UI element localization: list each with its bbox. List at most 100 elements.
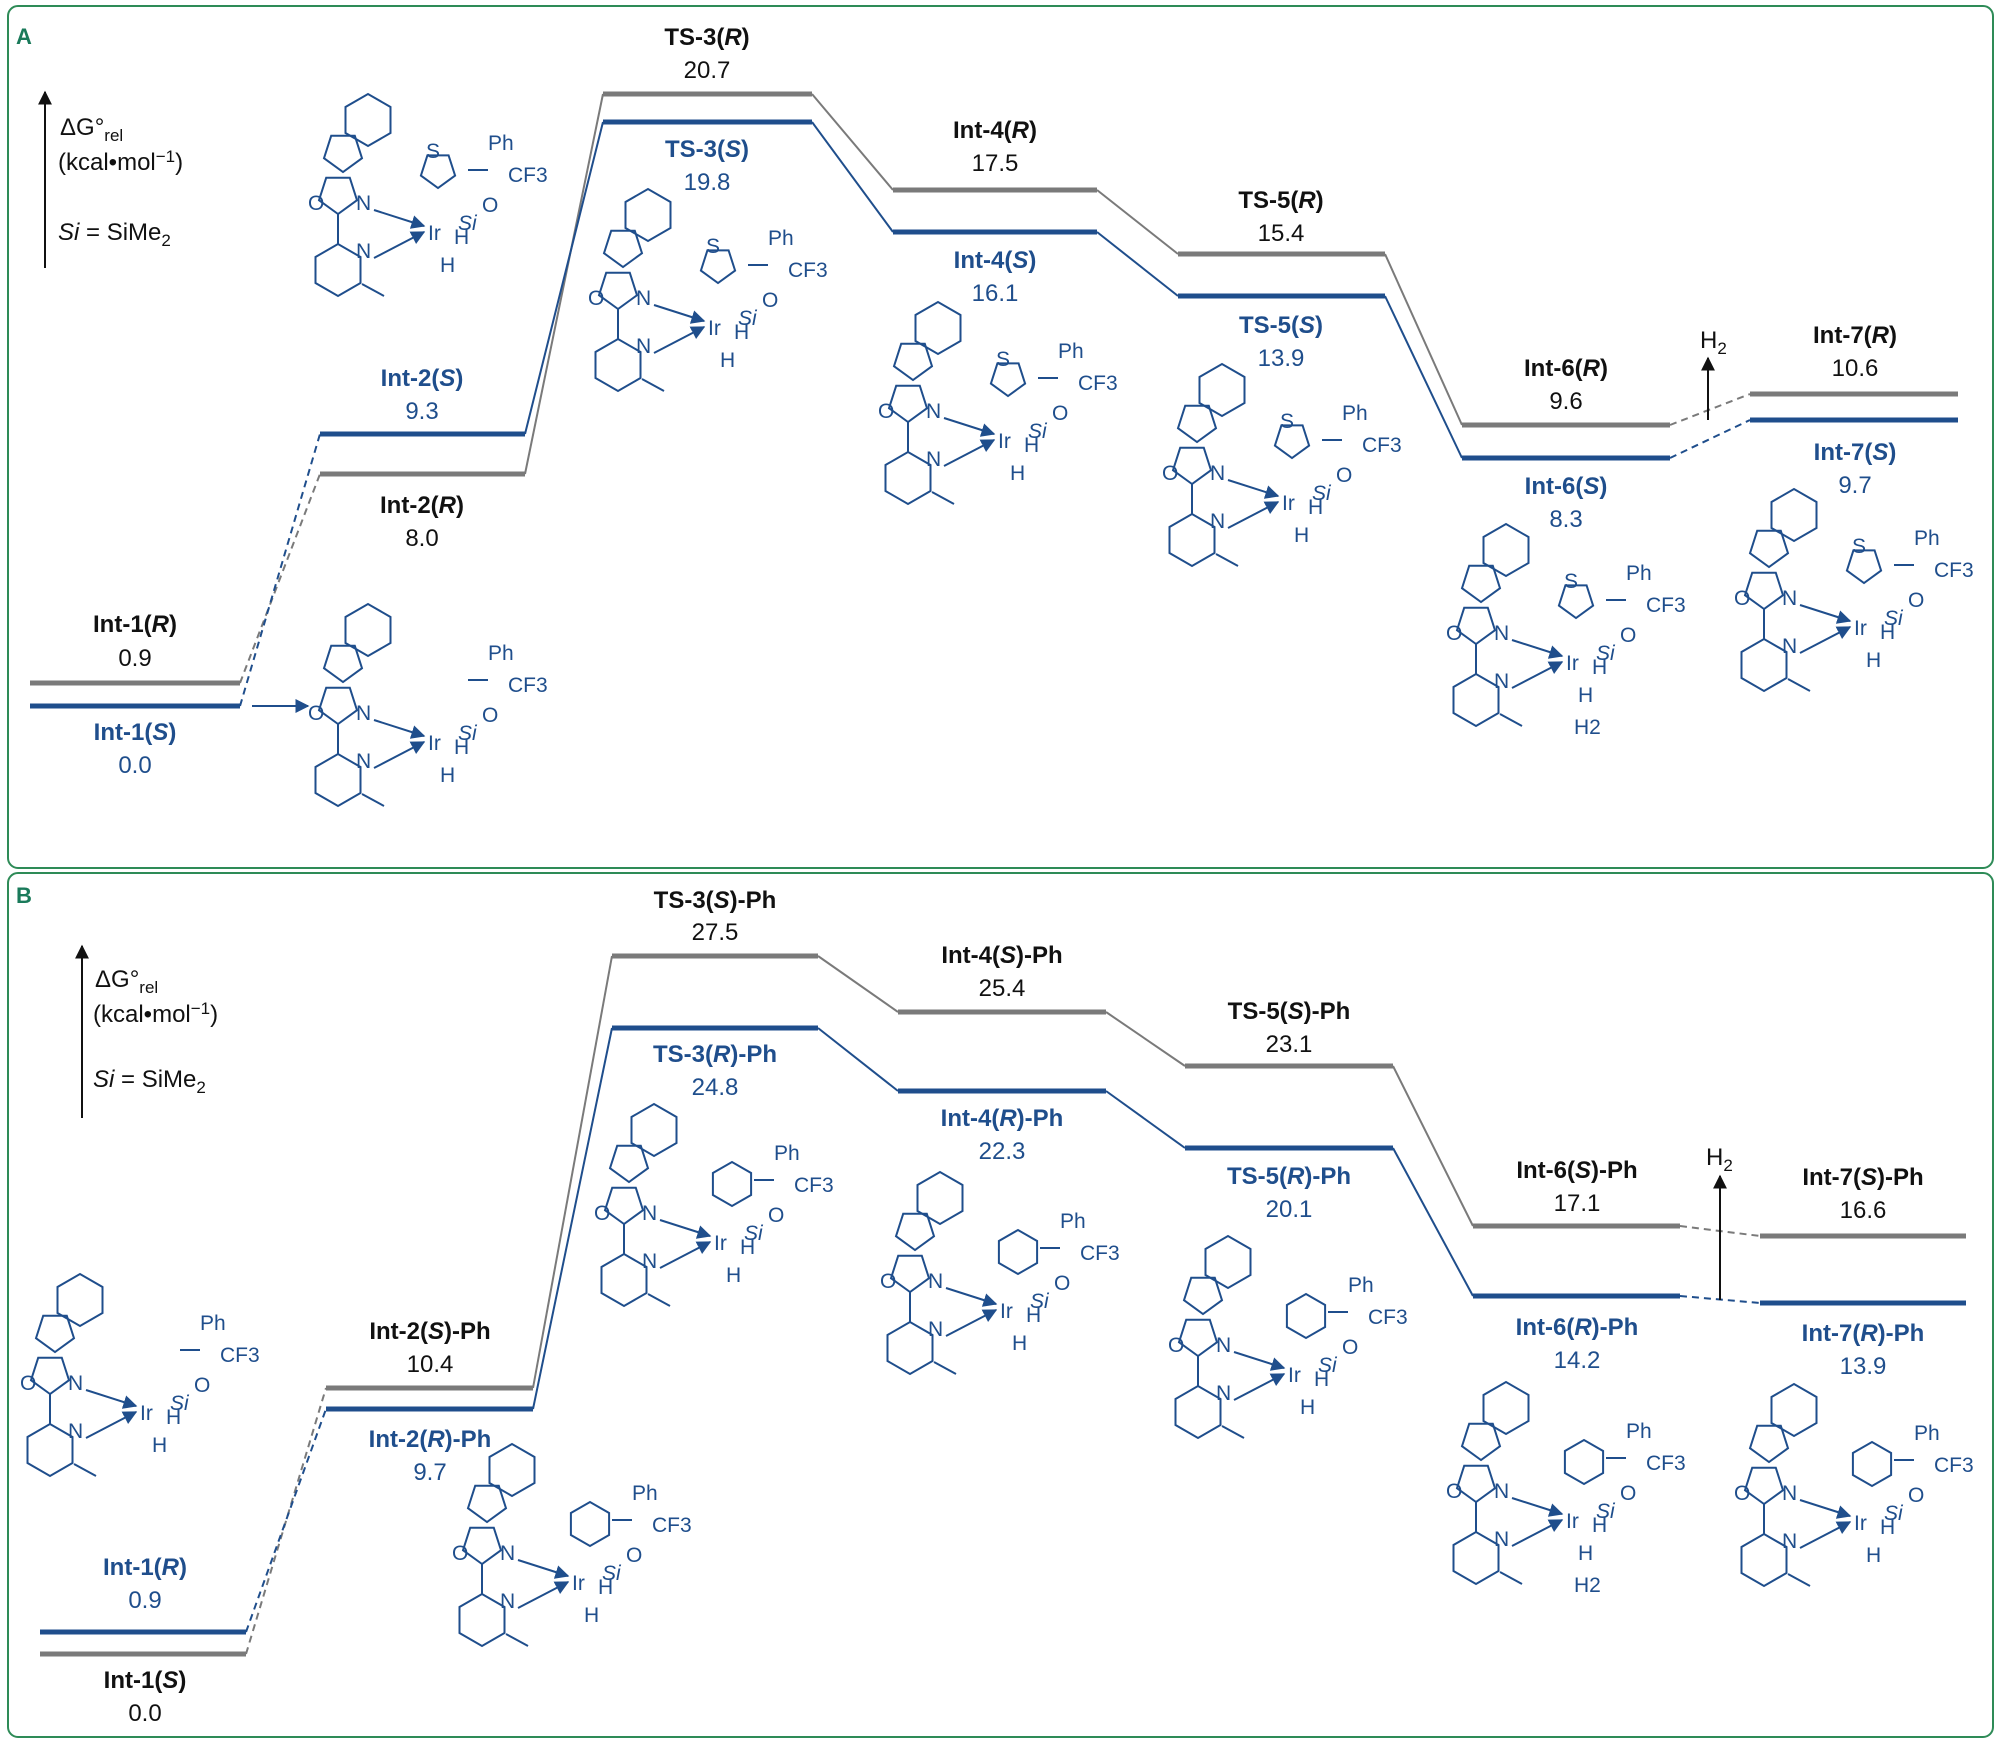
svg-text:O: O [308,702,324,725]
svg-text:Ph: Ph [1058,340,1084,363]
svg-text:O: O [768,1204,784,1227]
svg-text:O: O [1342,1336,1358,1359]
label-b-int4r: Int-4(R)-Ph [941,1105,1064,1132]
svg-text:H: H [1024,434,1039,457]
svg-text:Ir: Ir [1854,1512,1867,1535]
value-a-int1s: 0.0 [118,752,151,779]
svg-text:H: H [1012,1332,1027,1355]
svg-text:N: N [642,1250,657,1273]
value-b-int1s: 0.0 [128,1700,161,1727]
svg-text:Ph: Ph [774,1142,800,1165]
svg-text:N: N [1210,462,1225,485]
label-b-int7r: Int-7(R)-Ph [1802,1320,1925,1347]
label-a-ts5s: TS-5(S) [1239,312,1323,339]
value-b-int4s: 25.4 [979,975,1026,1002]
svg-text:CF3: CF3 [1934,559,1974,582]
label-b-ts3s: TS-3(S)-Ph [654,887,777,914]
svg-text:N: N [1494,1528,1509,1551]
svg-text:O: O [1620,1482,1636,1505]
value-a-ts3s: 19.8 [684,169,731,196]
svg-text:Ir: Ir [998,430,1011,453]
label-a-int7r: Int-7(R) [1813,322,1897,349]
value-a-ts3r: 20.7 [684,57,731,84]
value-b-int6s: 17.1 [1554,1190,1601,1217]
svg-text:Si: Si [1596,1500,1616,1523]
panel-b: ΔG°rel (kcal•mol−1) Si = SiMe2 [40,887,1966,1727]
value-a-int4r: 17.5 [972,150,1019,177]
label-b-int2r: Int-2(R)-Ph [369,1426,492,1453]
svg-text:O: O [1446,622,1462,645]
svg-text:Ph: Ph [632,1482,658,1505]
svg-text:O: O [1054,1272,1070,1295]
svg-text:Si: Si [1884,1502,1904,1525]
value-b-int7r: 13.9 [1840,1353,1887,1380]
panel-b-letter: B [16,883,32,908]
label-a-int6s: Int-6(S) [1525,473,1608,500]
svg-text:N: N [642,1202,657,1225]
svg-text:H: H [1308,496,1323,519]
svg-text:Si: Si [170,1392,190,1415]
svg-text:N: N [1782,587,1797,610]
svg-text:CF3: CF3 [1078,372,1118,395]
svg-text:CF3: CF3 [1646,1452,1686,1475]
svg-text:Ir: Ir [1288,1364,1301,1387]
value-a-int7r: 10.6 [1832,355,1879,382]
svg-text:H: H [1880,1516,1895,1539]
panel-a-frame [7,5,1994,869]
svg-text:H: H [1866,1544,1881,1567]
value-a-ts5s: 13.9 [1258,345,1305,372]
value-a-int2r: 8.0 [405,525,438,552]
svg-text:O: O [1162,462,1178,485]
svg-text:H: H [1866,649,1881,672]
svg-text:N: N [636,287,651,310]
svg-text:O: O [880,1270,896,1293]
svg-text:Ph: Ph [1342,402,1368,425]
svg-text:N: N [928,1270,943,1293]
svg-text:H: H [440,254,455,277]
label-a-int4r: Int-4(R) [953,117,1037,144]
svg-text:H: H [440,764,455,787]
svg-text:O: O [588,287,604,310]
svg-text:H: H [1026,1304,1041,1327]
label-b-int7s: Int-7(S)-Ph [1802,1164,1923,1191]
svg-text:Si: Si [744,1222,764,1245]
svg-text:N: N [1782,635,1797,658]
label-b-int1r: Int-1(R) [103,1554,187,1581]
svg-text:S: S [706,235,720,258]
svg-text:O: O [1734,1482,1750,1505]
svg-text:H: H [1592,1514,1607,1537]
label-b-int2s: Int-2(S)-Ph [369,1318,490,1345]
svg-text:Si: Si [738,307,758,330]
value-b-int4r: 22.3 [979,1138,1026,1165]
svg-text:N: N [1494,622,1509,645]
svg-text:Si: Si [458,212,478,235]
svg-text:CF3: CF3 [794,1174,834,1197]
svg-text:O: O [482,704,498,727]
svg-text:Ph: Ph [1626,1420,1652,1443]
svg-text:N: N [500,1542,515,1565]
svg-text:Ir: Ir [714,1232,727,1255]
svg-text:H: H [1578,684,1593,707]
svg-text:H2: H2 [1574,1574,1601,1597]
svg-text:Ir: Ir [140,1402,153,1425]
svg-text:O: O [1908,589,1924,612]
svg-text:S: S [996,348,1010,371]
svg-text:Ph: Ph [200,1312,226,1335]
svg-text:H: H [1294,524,1309,547]
svg-text:H: H [1592,656,1607,679]
value-b-int7s: 16.6 [1840,1197,1887,1224]
svg-text:CF3: CF3 [1362,434,1402,457]
svg-text:O: O [1908,1484,1924,1507]
value-a-int7s: 9.7 [1838,472,1871,499]
svg-text:Ir: Ir [1566,652,1579,675]
label-b-ts3r: TS-3(R)-Ph [653,1041,777,1068]
svg-text:O: O [452,1542,468,1565]
